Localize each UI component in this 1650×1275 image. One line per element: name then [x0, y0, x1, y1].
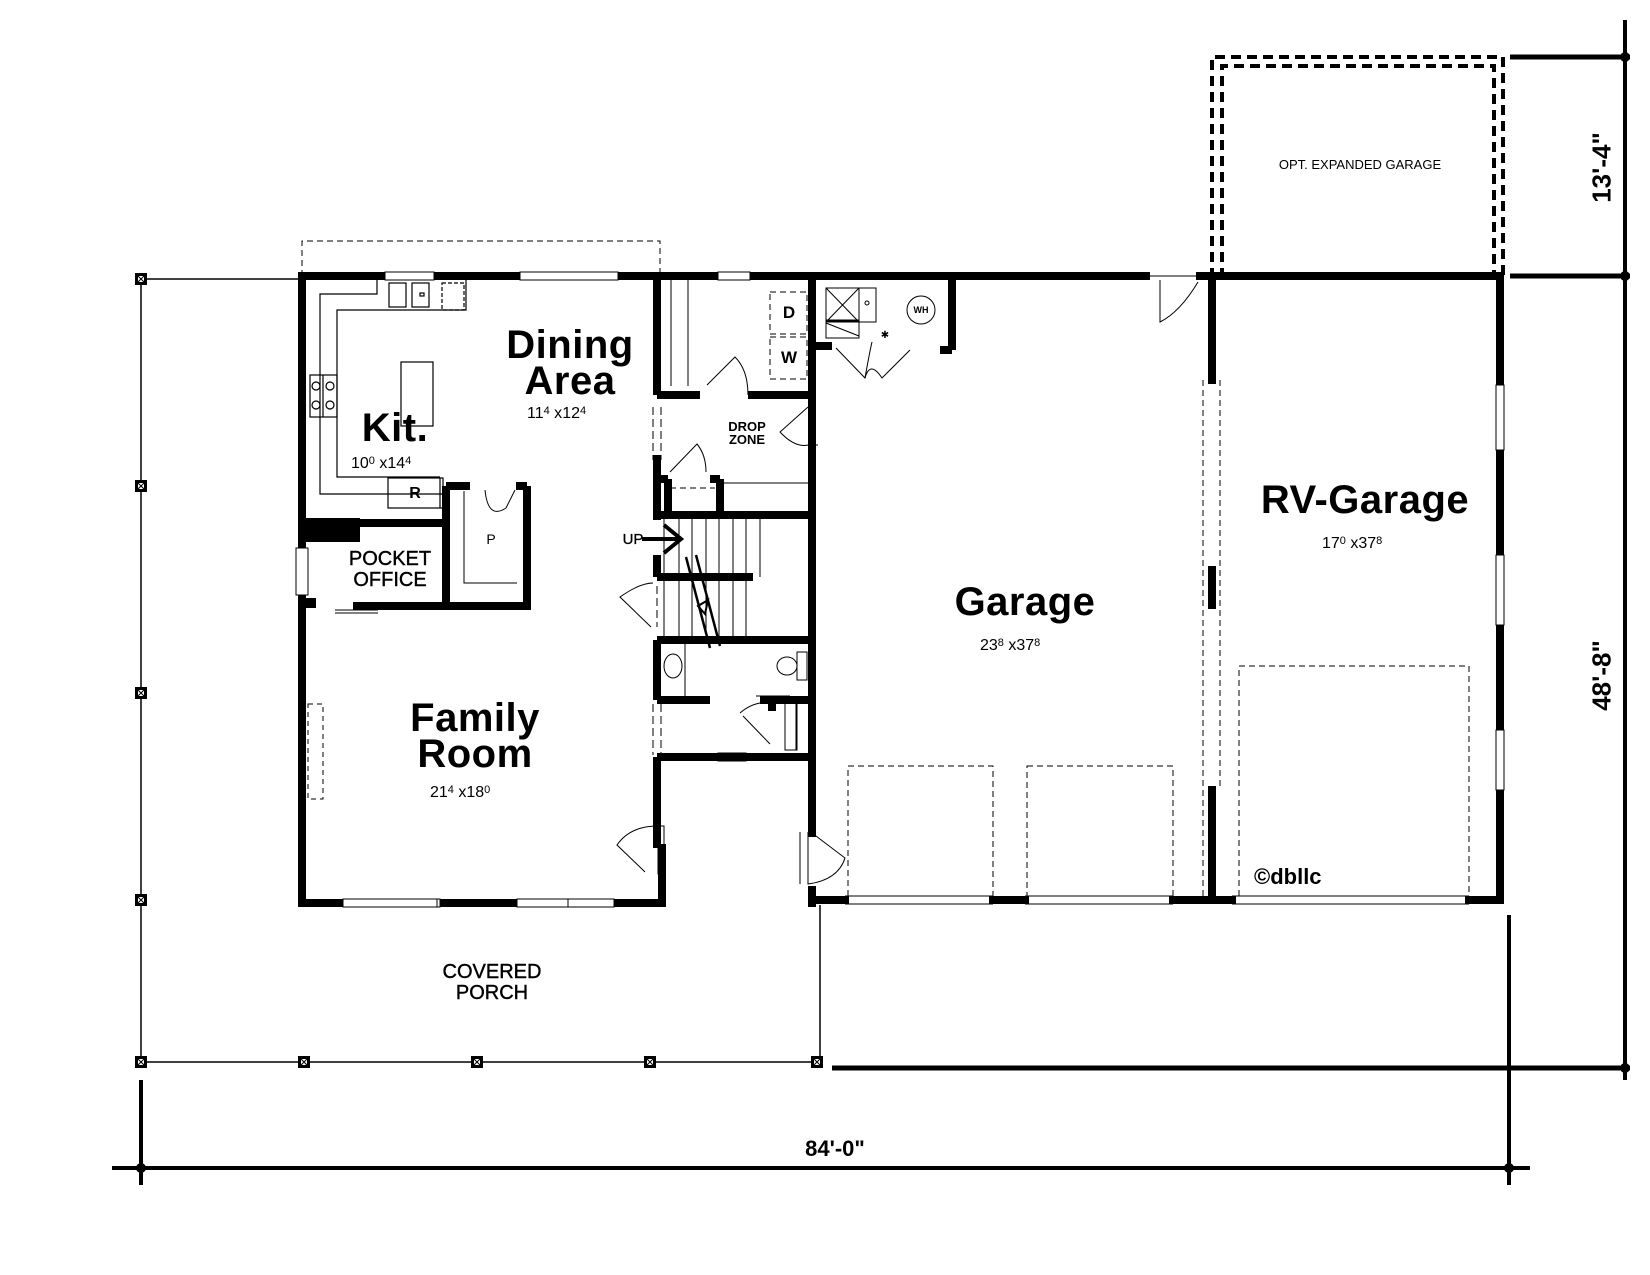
- stairs-up-label: UP: [622, 531, 644, 548]
- water-heater-label: WH: [913, 305, 929, 315]
- room-label-garage: Garage: [954, 580, 1096, 624]
- dim-rv-garage: 170 x378: [1322, 535, 1383, 552]
- opt-expanded-garage-outline: [1210, 55, 1505, 278]
- room-label-drop-zone: DROP ZONE: [728, 419, 766, 447]
- up-arrow-icon: [642, 523, 685, 555]
- interior-walls: [302, 276, 956, 848]
- room-label-pocket-office: POCKET OFFICE: [348, 548, 432, 591]
- porch-outline: [140, 278, 821, 1063]
- dryer-label: D: [782, 303, 796, 322]
- washer-label: W: [780, 348, 798, 367]
- dim-overall-width: 84'-0": [805, 1136, 865, 1161]
- kitchen-counters: [309, 280, 467, 509]
- dining-line2: Area: [524, 359, 616, 403]
- dim-depth-opt: 13'-4": [1586, 132, 1617, 203]
- exterior-walls: [298, 272, 1504, 907]
- dimension-lines: [112, 20, 1630, 1185]
- dining-line1: Dining: [506, 323, 634, 367]
- refrigerator-label: R: [409, 485, 421, 502]
- svg-text:✱: ✱: [881, 330, 889, 341]
- stairs: [663, 519, 761, 649]
- room-label-kitchen: Kit.: [361, 406, 429, 450]
- dim-dining: 114 x124: [527, 405, 587, 422]
- dim-garage: 238 x378: [980, 637, 1041, 654]
- room-label-opt-garage: OPT. EXPANDED GARAGE: [1278, 157, 1442, 172]
- dim-depth-main: 48'-8": [1586, 640, 1617, 711]
- family-line2: Room: [417, 732, 533, 776]
- room-label-covered-porch: COVERED PORCH: [442, 961, 542, 1004]
- windows: [295, 271, 1505, 908]
- porch-posts: [135, 273, 823, 1068]
- room-label-family: Family Room: [400, 698, 550, 774]
- room-label-dining: Dining Area: [495, 325, 645, 401]
- dim-family: 214 x180: [430, 784, 491, 801]
- pantry-label: P: [486, 531, 496, 547]
- room-label-rv-garage: RV-Garage: [1260, 478, 1470, 522]
- dim-kitchen: 100 x144: [351, 455, 412, 472]
- family-line1: Family: [410, 696, 540, 740]
- copyright: ©dbllc: [1254, 864, 1322, 889]
